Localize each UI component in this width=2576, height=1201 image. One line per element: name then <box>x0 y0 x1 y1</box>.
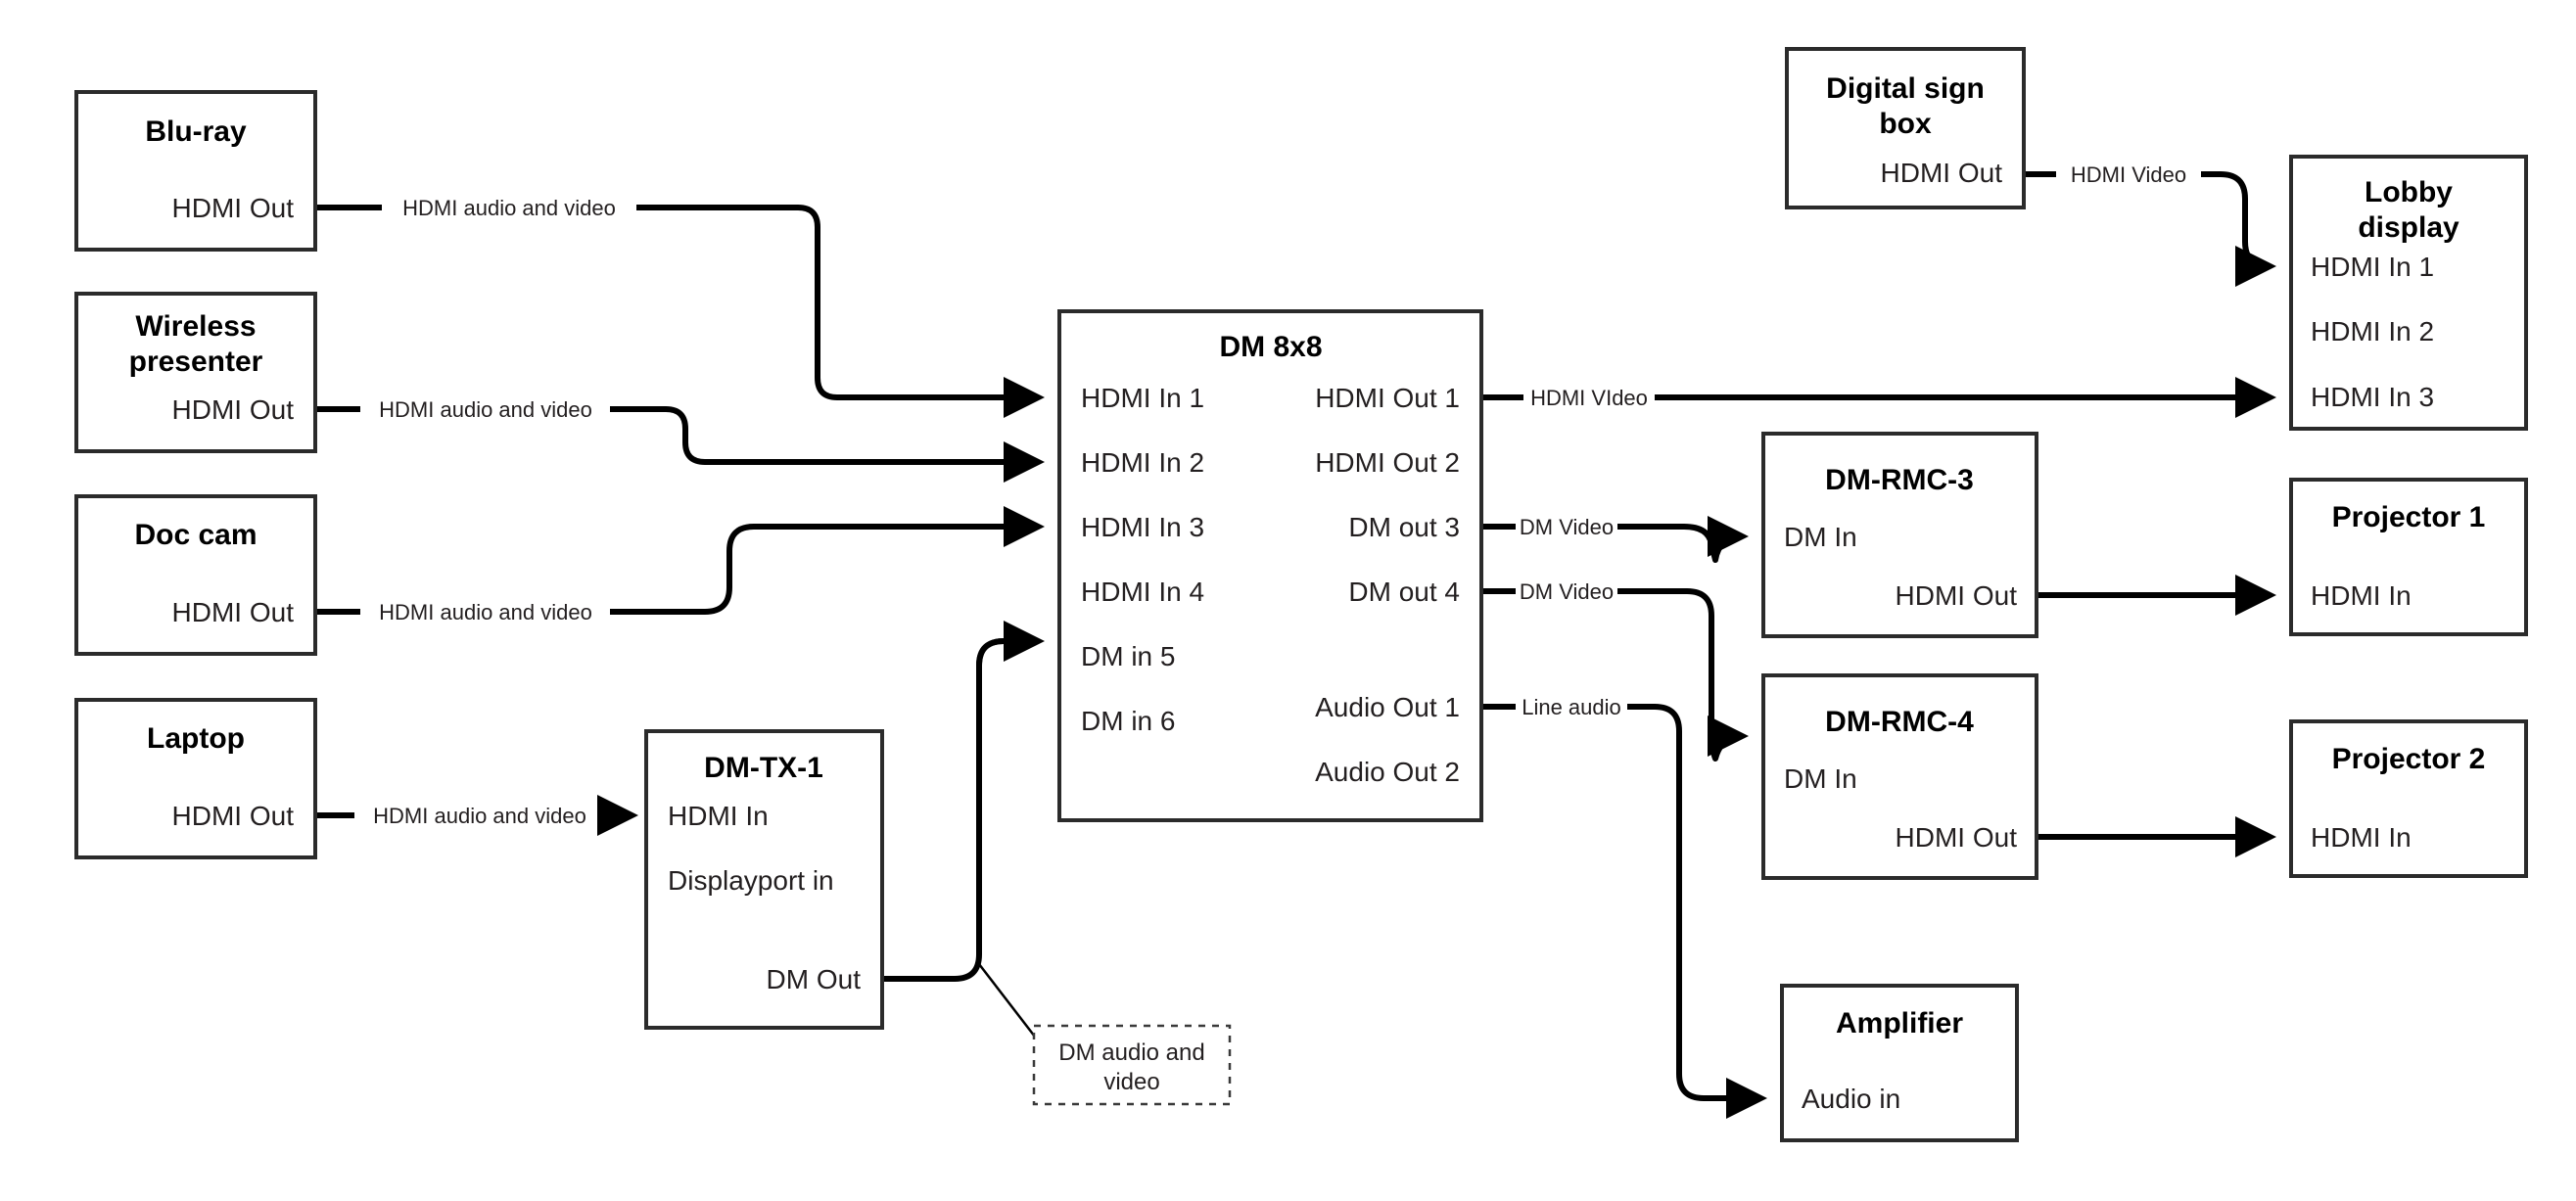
node-dm-8x8[interactable]: DM 8x8 HDMI In 1 HDMI In 2 HDMI In 3 HDM… <box>1057 309 1483 822</box>
dm-rmc-3-port-dm-in: DM In <box>1784 522 1857 552</box>
node-bluray[interactable]: Blu-ray HDMI Out <box>74 90 317 252</box>
lobby-display-input-hdmi-in-1: HDMI In 1 <box>2311 252 2434 282</box>
lobby-display-title-line2: display <box>2358 211 2459 244</box>
dm-8x8-input-hdmi-in-4: HDMI In 4 <box>1081 577 1204 607</box>
lobby-display-title-line1: Lobby <box>2365 176 2453 208</box>
node-amplifier[interactable]: Amplifier Audio in <box>1780 984 2019 1142</box>
node-digital-sign-box[interactable]: Digital sign box HDMI Out <box>1785 47 2026 209</box>
amplifier-port-audio-in: Audio in <box>1802 1084 1900 1114</box>
lobby-display-input-hdmi-in-2: HDMI In 2 <box>2311 316 2434 346</box>
node-doc-cam[interactable]: Doc cam HDMI Out <box>74 494 317 656</box>
dm-tx-1-port-displayport-in: Displayport in <box>668 865 834 896</box>
edge-label-dm-video-out3: DM Video <box>1520 515 1614 539</box>
doc-cam-port-hdmi-out: HDMI Out <box>172 597 295 627</box>
dm-rmc-4-port-hdmi-out: HDMI Out <box>1896 822 2018 853</box>
dm-rmc-4-port-dm-in: DM In <box>1784 763 1857 794</box>
laptop-port-hdmi-out: HDMI Out <box>172 801 295 831</box>
connection-dm8x8-audioout1-to-amplifier: Line audio <box>1481 695 1767 1119</box>
dm-8x8-input-dm-in-5: DM in 5 <box>1081 641 1175 671</box>
node-dm-tx-1[interactable]: DM-TX-1 HDMI In Displayport in DM Out <box>644 729 884 1030</box>
projector-1-port-hdmi-in: HDMI In <box>2311 580 2412 611</box>
wireless-presenter-box[interactable] <box>74 292 317 453</box>
dm-8x8-output-dm-out-4: DM out 4 <box>1348 577 1460 607</box>
dm-rmc-4-box[interactable] <box>1761 673 2038 880</box>
amplifier-title: Amplifier <box>1836 1007 1963 1039</box>
dm-8x8-output-audio-out-1: Audio Out 1 <box>1315 692 1460 722</box>
edge-label-hdmi-video-out1: HDMI VIdeo <box>1530 386 1648 410</box>
dm-rmc-3-box[interactable] <box>1761 432 2038 638</box>
edge-label-dm-video-out4: DM Video <box>1520 579 1614 604</box>
lobby-display-input-hdmi-in-3: HDMI In 3 <box>2311 382 2434 412</box>
node-laptop[interactable]: Laptop HDMI Out <box>74 698 317 859</box>
dm-8x8-title: DM 8x8 <box>1219 331 1322 363</box>
node-dm-rmc-3[interactable]: DM-RMC-3 DM In HDMI Out <box>1761 432 2038 638</box>
laptop-box[interactable] <box>74 698 317 859</box>
connection-dm8x8-dmout3-to-dmrmc3: DM Video <box>1481 515 1749 563</box>
laptop-title: Laptop <box>147 722 245 755</box>
projector-2-box[interactable] <box>2289 719 2528 878</box>
dm-8x8-output-hdmi-out-1: HDMI Out 1 <box>1315 383 1460 413</box>
connection-doccam-to-dm8x8-hdmi-in-3: HDMI audio and video <box>315 506 1045 624</box>
digital-sign-box-title-line2: box <box>1879 108 1932 140</box>
dm-8x8-output-hdmi-out-2: HDMI Out 2 <box>1315 447 1460 478</box>
digital-sign-box-title-line1: Digital sign <box>1826 72 1985 105</box>
lobby-display-box[interactable] <box>2289 155 2528 431</box>
dm-tx-1-port-hdmi-in: HDMI In <box>668 801 769 831</box>
doc-cam-title: Doc cam <box>134 519 257 551</box>
edge-label-hdmi-video-sign: HDMI Video <box>2071 162 2186 187</box>
dm-audio-video-note-line1: DM audio and <box>1058 1039 1204 1066</box>
dm-audio-video-note-line2: video <box>1103 1069 1159 1095</box>
dm-tx-1-title: DM-TX-1 <box>704 752 823 784</box>
dm-rmc-3-title: DM-RMC-3 <box>1825 464 1974 496</box>
dm-8x8-input-hdmi-in-3: HDMI In 3 <box>1081 512 1204 542</box>
dm-rmc-4-title: DM-RMC-4 <box>1825 706 1974 738</box>
digital-sign-box-box[interactable] <box>1785 47 2026 209</box>
dm-8x8-input-hdmi-in-1: HDMI In 1 <box>1081 383 1204 413</box>
bluray-port-hdmi-out: HDMI Out <box>172 193 295 223</box>
annotation-dm-audio-and-video: DM audio and video <box>1032 1024 1232 1106</box>
dm-8x8-box[interactable] <box>1057 309 1483 822</box>
edge-label-laptop: HDMI audio and video <box>373 804 586 828</box>
connection-digitalsign-to-lobby-hdmi-in-1: HDMI Video <box>2024 162 2276 287</box>
connection-dm8x8-hdmiout1-to-lobby-hdmi-in-3: HDMI VIdeo <box>1481 377 2276 418</box>
dm-8x8-output-dm-out-3: DM out 3 <box>1348 512 1460 542</box>
bluray-title: Blu-ray <box>145 115 247 148</box>
dm-8x8-output-audio-out-2: Audio Out 2 <box>1315 757 1460 787</box>
wireless-presenter-title-line2: presenter <box>129 346 263 378</box>
edge-label-doccam: HDMI audio and video <box>379 600 592 624</box>
projector-2-title: Projector 2 <box>2332 743 2486 775</box>
node-wireless-presenter[interactable]: Wireless presenter HDMI Out <box>74 292 317 453</box>
wireless-presenter-port-hdmi-out: HDMI Out <box>172 394 295 425</box>
bluray-box[interactable] <box>74 90 317 252</box>
projector-2-port-hdmi-in: HDMI In <box>2311 822 2412 853</box>
doc-cam-box[interactable] <box>74 494 317 656</box>
node-projector-1[interactable]: Projector 1 HDMI In <box>2289 478 2528 636</box>
connection-dmtx1-to-dm8x8-dm-in-5 <box>882 621 1045 1041</box>
dm-audio-video-note-box <box>1032 1024 1232 1106</box>
dm-tx-1-port-dm-out: DM Out <box>767 964 862 994</box>
connection-bluray-to-dm8x8-hdmi-in-1: HDMI audio and video <box>315 196 1045 418</box>
amplifier-box[interactable] <box>1780 984 2019 1142</box>
dm-8x8-input-dm-in-6: DM in 6 <box>1081 706 1175 736</box>
node-projector-2[interactable]: Projector 2 HDMI In <box>2289 719 2528 878</box>
connection-laptop-to-dmtx1-hdmi-in: HDMI audio and video <box>315 795 638 836</box>
projector-1-box[interactable] <box>2289 478 2528 636</box>
edge-label-line-audio: Line audio <box>1522 695 1621 719</box>
dm-tx-1-box[interactable] <box>644 729 884 1030</box>
node-lobby-display[interactable]: Lobby display HDMI In 1 HDMI In 2 HDMI I… <box>2289 155 2528 431</box>
edge-label-wireless: HDMI audio and video <box>379 397 592 422</box>
edge-label-bluray: HDMI audio and video <box>402 196 616 220</box>
dm-rmc-3-port-hdmi-out: HDMI Out <box>1896 580 2018 611</box>
node-dm-rmc-4[interactable]: DM-RMC-4 DM In HDMI Out <box>1761 673 2038 880</box>
connection-wireless-to-dm8x8-hdmi-in-2: HDMI audio and video <box>315 397 1045 483</box>
dm-8x8-input-hdmi-in-2: HDMI In 2 <box>1081 447 1204 478</box>
digital-sign-box-port-hdmi-out: HDMI Out <box>1881 158 2003 188</box>
connection-dm8x8-dmout4-to-dmrmc4: DM Video <box>1481 579 1749 762</box>
wireless-presenter-title-line1: Wireless <box>135 310 256 343</box>
projector-1-title: Projector 1 <box>2332 501 2486 533</box>
annotation-leader-line <box>978 963 1039 1041</box>
